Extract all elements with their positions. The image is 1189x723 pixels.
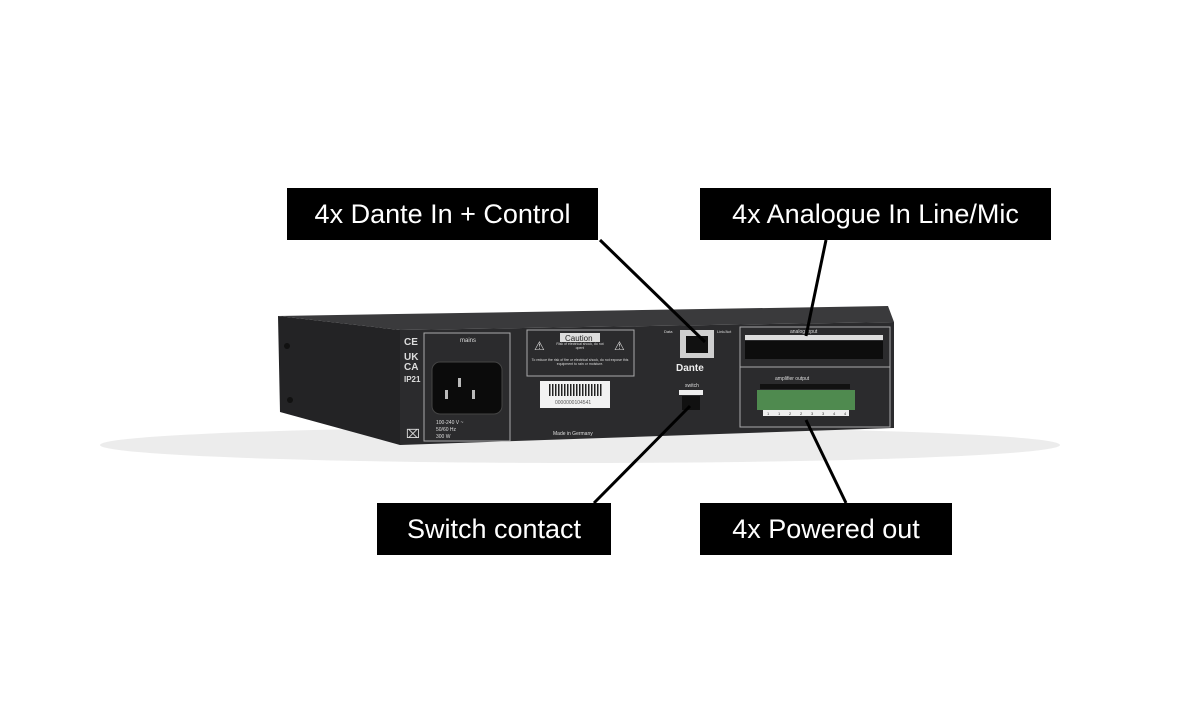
mains-box <box>423 332 511 442</box>
caution-title: Caution <box>565 334 593 343</box>
amplifier-output-terminals <box>757 390 855 410</box>
leader-lines <box>592 238 848 505</box>
amp-ch: 3 <box>822 411 825 416</box>
amp-ch: 4 <box>833 411 836 416</box>
port-data-label: Data <box>664 329 673 334</box>
warning-icon: ⚠ <box>614 339 625 353</box>
rj45-socket <box>686 336 708 353</box>
amp-ch: 2 <box>800 411 803 416</box>
port-link-label: Link/Act <box>717 329 732 334</box>
switch-label: switch <box>685 383 699 389</box>
mains-rating-voltage: 100-240 V ~ <box>436 420 463 426</box>
mains-rating-freq: 50/60 Hz <box>436 427 457 433</box>
amp-ch: 1 <box>778 411 781 416</box>
leader-dante <box>598 238 707 344</box>
floor-shadow <box>100 427 1060 463</box>
mains-label: mains <box>460 338 476 344</box>
pin <box>445 390 448 399</box>
uk-mark: UK <box>404 352 419 363</box>
callout-powered-out: 4x Powered out <box>700 503 952 555</box>
dante-logo: Dante <box>676 363 704 374</box>
chassis-top <box>278 306 894 330</box>
leader-switch <box>592 404 692 505</box>
amp-strip <box>760 384 850 389</box>
amplifier-output-label: amplifier output <box>775 376 810 382</box>
weee-icon: ⌧ <box>406 427 420 441</box>
amp-channel-numbers: 1 1 2 2 3 3 4 4 <box>767 411 847 416</box>
amp-ch: 2 <box>789 411 792 416</box>
analog-input-strip <box>745 335 883 340</box>
switch-contact-terminal <box>682 396 700 410</box>
switch-label-strip <box>679 390 703 395</box>
caution-box <box>526 329 635 377</box>
analog-input-terminals <box>745 341 883 359</box>
pin <box>472 390 475 399</box>
made-in: Made in Germany <box>553 431 593 437</box>
callout-dante-in: 4x Dante In + Control <box>287 188 598 240</box>
amp-ch: 4 <box>844 411 847 416</box>
iec-power-inlet <box>431 361 503 415</box>
ca-mark: CA <box>404 362 418 373</box>
caution-sub: Risk of electrical shock, do not open! <box>556 342 604 350</box>
chassis-side <box>278 316 400 445</box>
screw <box>284 343 290 349</box>
ce-mark: CE <box>404 337 418 348</box>
callout-analogue-in: 4x Analogue In Line/Mic <box>700 188 1051 240</box>
barcode <box>548 384 602 396</box>
amp-ch: 1 <box>767 411 770 416</box>
amp-channel-strip <box>763 410 849 416</box>
warning-icon: ⚠ <box>534 339 545 353</box>
caution-text: To reduce the risk of fire or electrical… <box>531 358 629 366</box>
ip-rating: IP21 <box>404 375 421 384</box>
screw <box>287 397 293 403</box>
amp-ch: 3 <box>811 411 814 416</box>
caution-title-bg <box>560 333 600 342</box>
analog-input-label: analog input <box>790 329 818 335</box>
leader-analogue <box>804 239 828 337</box>
callout-switch-contact: Switch contact <box>377 503 611 555</box>
mains-rating-power: 300 W <box>436 434 451 440</box>
amplifier-output-box <box>739 366 891 428</box>
serial-number: 0000000104541 <box>555 400 591 406</box>
leader-powered <box>804 419 848 504</box>
pin <box>458 378 461 387</box>
